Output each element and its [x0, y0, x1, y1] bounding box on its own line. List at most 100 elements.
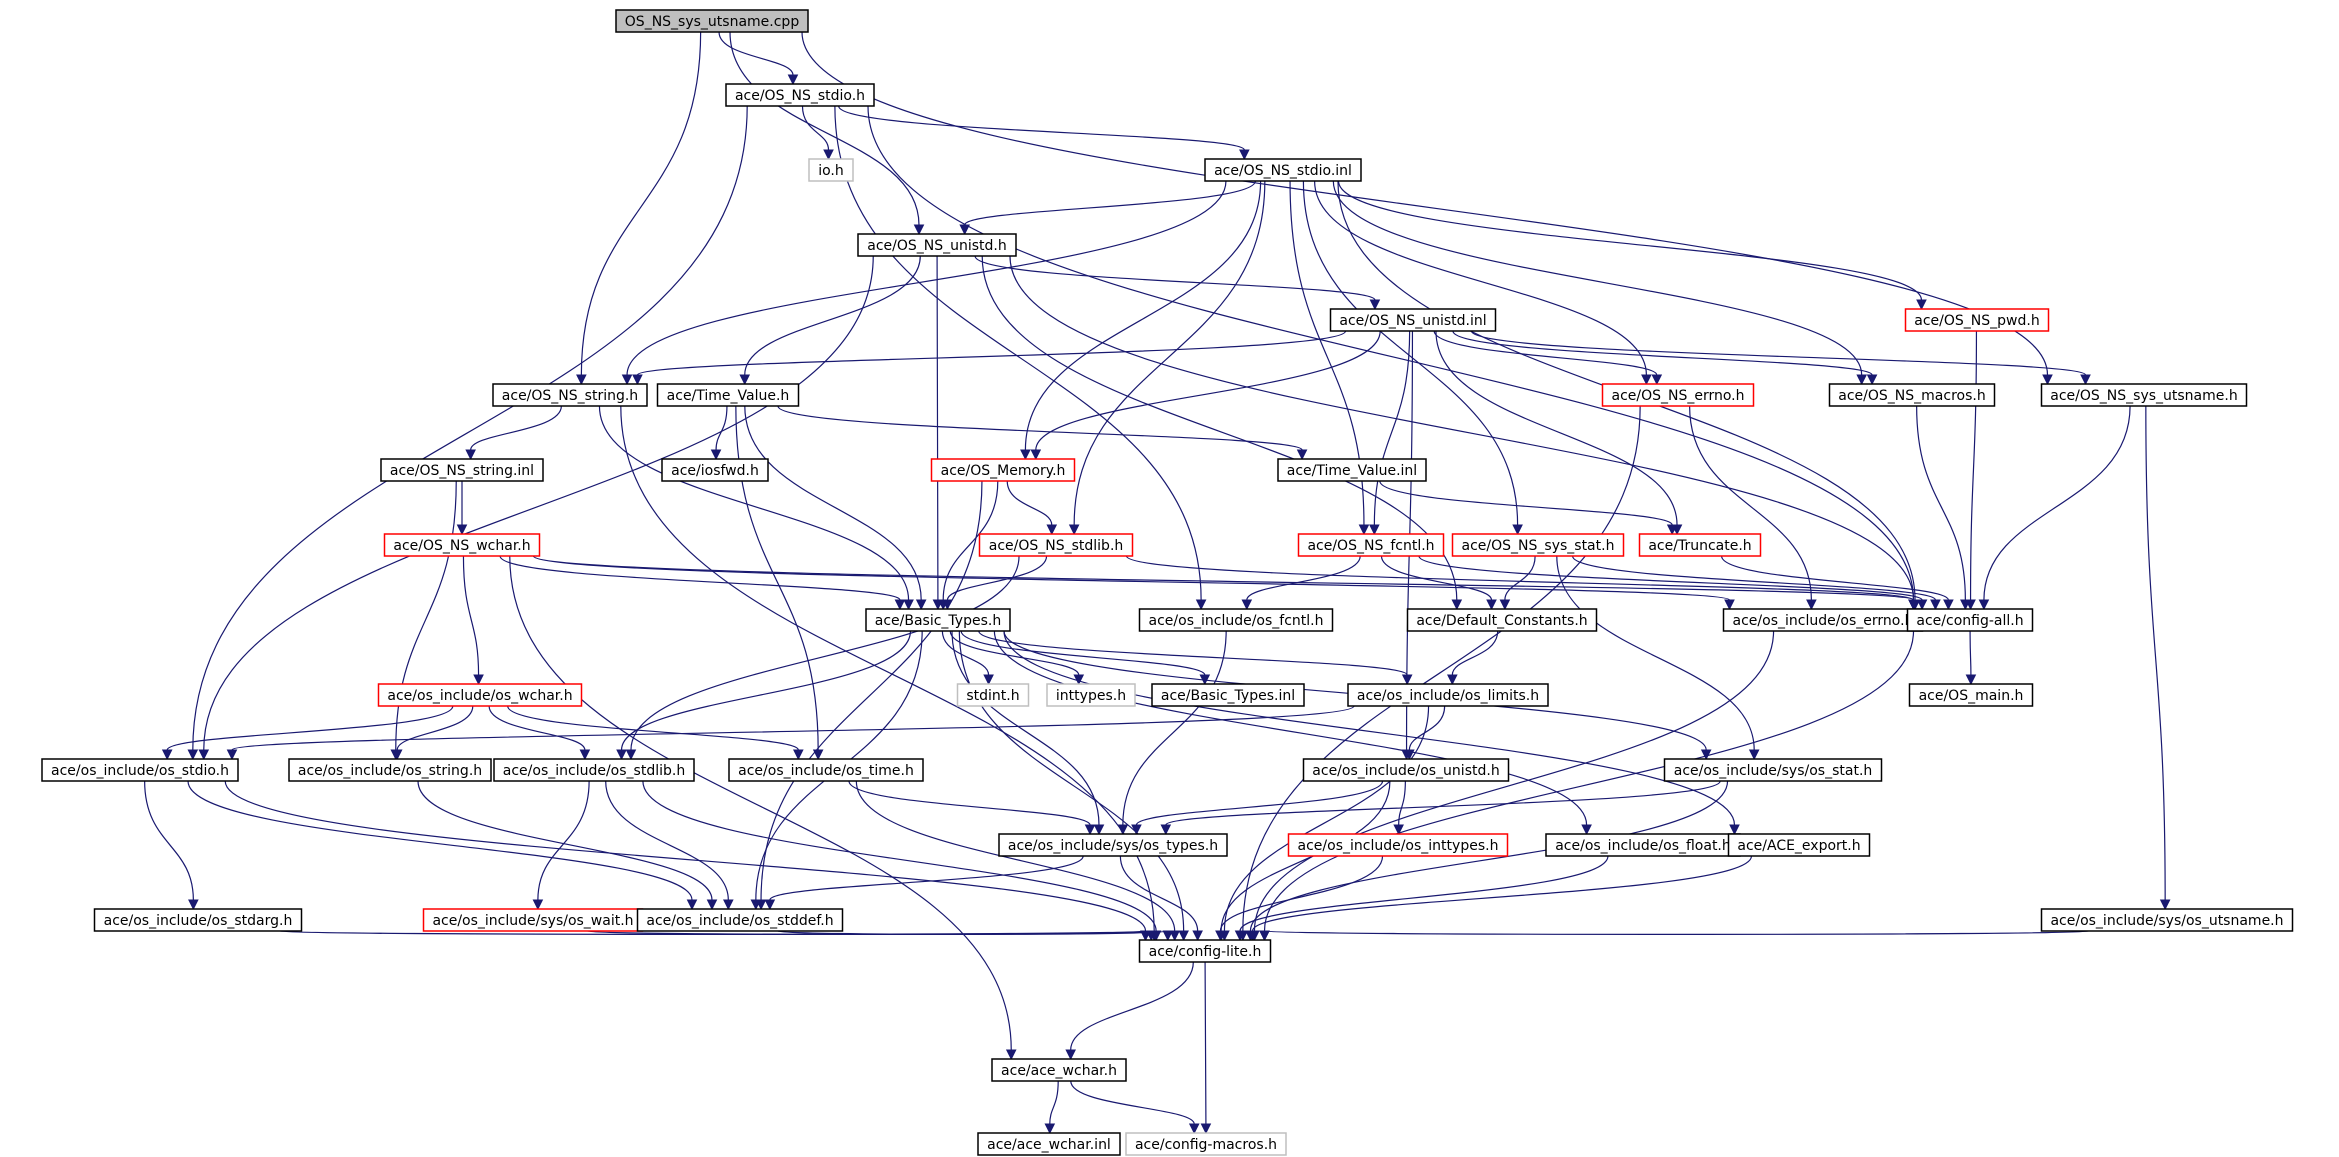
arrowhead-n4-n8 — [739, 374, 751, 386]
arrowhead-n5-n18 — [1369, 524, 1380, 536]
node-box — [1601, 383, 1755, 407]
arrowhead-n47-n48 — [1044, 1123, 1056, 1135]
node-ace-os-include-os-limits-h[interactable]: ace/os_include/os_limits.h — [1347, 683, 1549, 707]
node-label: ace/os_include/sys/os_wait.h — [432, 913, 633, 929]
node-ace-config-lite-h[interactable]: ace/config-lite.h — [1138, 939, 1272, 963]
node-ace-os-include-os-string-h[interactable]: ace/os_include/os_string.h — [288, 758, 492, 782]
edge-n12-n33 — [395, 480, 457, 751]
edge-n11-n25 — [1983, 405, 2131, 601]
node-ace-os-ns-wchar-h[interactable]: ace/OS_NS_wchar.h — [383, 533, 541, 557]
node-box — [977, 1132, 1121, 1156]
edge-n21-n40 — [993, 630, 1588, 826]
edge-n47-n49 — [1070, 1080, 1195, 1125]
node-ace-basic-types-h[interactable]: ace/Basic_Types.h — [865, 608, 1011, 632]
edge-n0-n7 — [580, 31, 702, 376]
node-ace-default-constants-h[interactable]: ace/Default_Constants.h — [1406, 608, 1598, 632]
edge-n17-n34 — [630, 555, 1020, 751]
node-ace-config-macros-h[interactable]: ace/config-macros.h — [1125, 1132, 1287, 1156]
node-ace-os-ns-fcntl-h[interactable]: ace/OS_NS_fcntl.h — [1297, 533, 1445, 557]
arrowhead-n40-n46 — [1234, 930, 1246, 942]
arrowhead-n0-n1 — [787, 74, 799, 86]
node-ace-os-include-sys-os-stat-h[interactable]: ace/os_include/sys/os_stat.h — [1663, 758, 1883, 782]
node-box — [1908, 683, 2034, 707]
node-ace-os-include-sys-os-wait-h[interactable]: ace/os_include/sys/os_wait.h — [422, 908, 644, 932]
node-ace-os-ns-unistd-h[interactable]: ace/OS_NS_unistd.h — [857, 233, 1017, 257]
node-ace-os-include-os-errno-h[interactable]: ace/os_include/os_errno.h — [1722, 608, 1924, 632]
node-label: ace/Default_Constants.h — [1416, 613, 1587, 629]
node-ace-os-include-os-wchar-h[interactable]: ace/os_include/os_wchar.h — [377, 683, 583, 707]
node-ace-os-include-sys-os-utsname-h[interactable]: ace/os_include/sys/os_utsname.h — [2040, 908, 2294, 932]
node-ace-os-ns-string-inl[interactable]: ace/OS_NS_string.inl — [380, 458, 544, 482]
node-os-ns-sys-utsname-cpp[interactable]: OS_NS_sys_utsname.cpp — [615, 9, 809, 33]
node-ace-iosfwd-h[interactable]: ace/iosfwd.h — [661, 458, 769, 482]
arrowhead-n5-n7 — [632, 374, 643, 386]
node-label: ace/Time_Value.h — [667, 388, 790, 404]
node-ace-config-all-h[interactable]: ace/config-all.h — [1906, 608, 2034, 632]
node-ace-os-ns-errno-h[interactable]: ace/OS_NS_errno.h — [1601, 383, 1755, 407]
node-ace-os-ns-stdio-h[interactable]: ace/OS_NS_stdio.h — [725, 83, 875, 107]
edge-n34-n46 — [642, 780, 1157, 932]
edge-n20-n25 — [1721, 555, 1949, 601]
node-ace-os-include-os-stddef-h[interactable]: ace/os_include/os_stddef.h — [636, 908, 844, 932]
edge-n10-n25 — [1916, 405, 1966, 601]
arrowhead-n22-n38 — [1117, 824, 1129, 836]
edge-n5-n20 — [1435, 330, 1678, 526]
node-ace-os-include-os-fcntl-h[interactable]: ace/os_include/os_fcntl.h — [1138, 608, 1334, 632]
node-ace-os-include-os-unistd-h[interactable]: ace/os_include/os_unistd.h — [1302, 758, 1510, 782]
node-ace-os-ns-sys-stat-h[interactable]: ace/OS_NS_sys_stat.h — [1451, 533, 1625, 557]
node-label: ace/ace_wchar.inl — [987, 1137, 1111, 1153]
node-ace-os-ns-stdlib-h[interactable]: ace/OS_NS_stdlib.h — [978, 533, 1134, 557]
node-ace-basic-types-inl[interactable]: ace/Basic_Types.inl — [1151, 683, 1305, 707]
nodes-layer: OS_NS_sys_utsname.cpp ace/OS_NS_stdio.hio… — [41, 9, 2294, 1156]
node-stdint-h[interactable]: stdint.h — [956, 683, 1030, 707]
edge-n7-n21 — [598, 405, 910, 601]
node-inttypes-h[interactable]: inttypes.h — [1046, 683, 1136, 707]
node-ace-os-memory-h[interactable]: ace/OS_Memory.h — [930, 458, 1076, 482]
node-box — [865, 608, 1011, 632]
node-ace-os-ns-stdio-inl[interactable]: ace/OS_NS_stdio.inl — [1204, 158, 1362, 182]
edge-n5-n10 — [1452, 330, 1873, 376]
node-ace-os-ns-macros-h[interactable]: ace/OS_NS_macros.h — [1828, 383, 1996, 407]
edge-n4-n32 — [203, 255, 874, 751]
node-ace-os-include-os-inttypes-h[interactable]: ace/os_include/os_inttypes.h — [1287, 833, 1509, 857]
edge-n36-n38 — [1135, 780, 1384, 826]
node-label: ace/OS_NS_wchar.h — [393, 538, 530, 554]
arrowhead-n33-n44 — [706, 899, 718, 911]
node-ace-ace-wchar-inl[interactable]: ace/ace_wchar.inl — [977, 1132, 1121, 1156]
node-ace-os-include-os-stdlib-h[interactable]: ace/os_include/os_stdlib.h — [493, 758, 695, 782]
node-ace-os-include-os-time-h[interactable]: ace/os_include/os_time.h — [728, 758, 924, 782]
node-io-h[interactable]: io.h — [808, 158, 854, 182]
node-ace-ace-wchar-h[interactable]: ace/ace_wchar.h — [991, 1058, 1127, 1082]
node-box — [1138, 939, 1272, 963]
arrowhead-n17-n21 — [942, 599, 953, 611]
node-ace-os-main-h[interactable]: ace/OS_main.h — [1908, 683, 2034, 707]
arrowhead-n3-n14 — [1020, 449, 1031, 461]
node-ace-os-ns-string-h[interactable]: ace/OS_NS_string.h — [492, 383, 648, 407]
node-ace-os-ns-sys-utsname-h[interactable]: ace/OS_NS_sys_utsname.h — [2040, 383, 2248, 407]
edge-n39-n46 — [1219, 855, 1384, 932]
edge-n36-n39 — [1398, 780, 1406, 826]
node-ace-os-include-os-float-h[interactable]: ace/os_include/os_float.h — [1545, 833, 1741, 857]
node-box — [1204, 158, 1362, 182]
node-label: ace/os_include/os_time.h — [738, 763, 914, 779]
node-ace-time-value-h[interactable]: ace/Time_Value.h — [656, 383, 800, 407]
arrowhead-n41-n46 — [1247, 930, 1258, 942]
edge-n14-n17 — [1006, 480, 1053, 526]
arrowhead-n30-n32 — [226, 749, 238, 761]
edge-n14-n44 — [760, 480, 983, 901]
node-ace-os-ns-unistd-inl[interactable]: ace/OS_NS_unistd.inl — [1329, 308, 1497, 332]
node-ace-time-value-inl[interactable]: ace/Time_Value.inl — [1277, 458, 1427, 482]
arrowhead-n5-n11 — [2080, 374, 2091, 386]
node-label: ace/OS_NS_errno.h — [1611, 388, 1744, 404]
node-ace-os-ns-pwd-h[interactable]: ace/OS_NS_pwd.h — [1904, 308, 2050, 332]
node-ace-os-include-sys-os-types-h[interactable]: ace/os_include/sys/os_types.h — [998, 833, 1228, 857]
edge-n41-n46 — [1251, 855, 1753, 932]
edge-n26-n34 — [488, 705, 586, 751]
edge-n1-n2 — [801, 105, 830, 151]
node-ace-truncate-h[interactable]: ace/Truncate.h — [1638, 533, 1762, 557]
node-label: ace/OS_NS_unistd.inl — [1339, 313, 1486, 329]
edge-n25-n46 — [1263, 630, 1915, 932]
node-ace-os-include-os-stdarg-h[interactable]: ace/os_include/os_stdarg.h — [93, 908, 303, 932]
node-ace-ace-export-h[interactable]: ace/ACE_export.h — [1727, 833, 1871, 857]
node-ace-os-include-os-stdio-h[interactable]: ace/os_include/os_stdio.h — [41, 758, 239, 782]
